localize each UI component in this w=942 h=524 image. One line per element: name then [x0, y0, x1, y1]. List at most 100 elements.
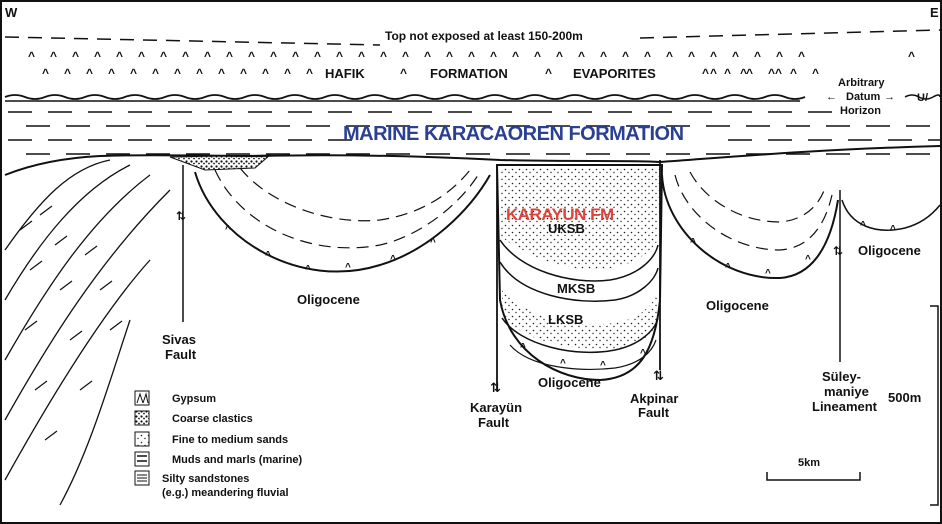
- gypsum-icon: [135, 391, 149, 405]
- legend-silty-sandstones: Silty sandstones: [162, 473, 249, 485]
- legend: Gypsum Coarse clastics Fine to medium sa…: [135, 391, 303, 499]
- contact-tick: ^: [305, 264, 311, 275]
- caret-mark: ^: [94, 49, 101, 63]
- silty-sandstones-icon: [135, 471, 149, 485]
- vertical-scale-bar: [930, 306, 938, 505]
- right-syncline-inner2: [690, 172, 826, 222]
- legend-muds-marls: Muds and marls (marine): [172, 454, 303, 466]
- evaporites-word: EVAPORITES: [573, 66, 656, 81]
- caret-mark: ^: [600, 49, 607, 63]
- caret-mark: ^: [446, 49, 453, 63]
- caret-mark: ^: [534, 49, 541, 63]
- mksb-label: MKSB: [557, 281, 595, 296]
- oligocene-left: Oligocene: [297, 292, 360, 307]
- top-dashed-line-right: [640, 30, 940, 38]
- west-label: W: [5, 5, 18, 20]
- akpinar-fault-label-2: Fault: [638, 405, 670, 420]
- contact-tick: ^: [430, 237, 436, 248]
- caret-mark: ^: [204, 49, 211, 63]
- stratum-dash: [80, 381, 92, 390]
- contact-tick: ^: [765, 268, 771, 279]
- caret-mark: ^: [790, 66, 797, 80]
- caret-mark: ^: [336, 49, 343, 63]
- datum-right-label: U/: [917, 92, 928, 104]
- akpinar-fault-arrows: ⇅: [653, 368, 664, 383]
- muds-marls-icon: [135, 452, 149, 466]
- left-syncline-base: [195, 172, 490, 272]
- caret-mark: ^: [724, 66, 731, 80]
- caret-mark: ^: [196, 66, 203, 80]
- contact-tick: ^: [600, 360, 606, 371]
- contact-tick: ^: [560, 358, 566, 369]
- caret-mark: ^: [512, 49, 519, 63]
- caret-mark: ^: [108, 66, 115, 80]
- suleymaniye-label-2: maniye: [824, 384, 869, 399]
- stratum-dash: [30, 261, 42, 270]
- top-not-exposed-label: Top not exposed at least 150-200m: [385, 29, 583, 43]
- hafik-word: HAFIK: [325, 66, 365, 81]
- basin-top-surface: [5, 146, 940, 175]
- caret-mark: ^: [284, 66, 291, 80]
- lksb-label: LKSB: [548, 312, 583, 327]
- caret-mark: ^: [42, 66, 49, 80]
- marine-formation-label: MARINE KARACAOREN FORMATION: [343, 123, 684, 145]
- legend-fine-sands: Fine to medium sands: [172, 434, 288, 446]
- horizontal-scale-bar: [767, 472, 860, 480]
- datum-wavy-line: [5, 95, 805, 99]
- left-syncline-inner: [215, 170, 480, 248]
- caret-mark: ^: [812, 66, 819, 80]
- caret-mark: ^: [666, 49, 673, 63]
- vertical-scale-label: 500m: [888, 390, 921, 405]
- caret-mark: ^: [702, 66, 709, 80]
- caret-mark: ^: [732, 49, 739, 63]
- suleymaniye-arrows: ⇅: [833, 244, 843, 258]
- legend-silty-sandstones-note: (e.g.) meandering fluvial: [162, 487, 289, 499]
- caret-mark: ^: [262, 66, 269, 80]
- right-syncline-inner: [675, 175, 832, 250]
- legend-gypsum: Gypsum: [172, 393, 216, 405]
- formation-word: FORMATION: [430, 66, 508, 81]
- caret-mark: ^: [798, 49, 805, 63]
- caret-mark: ^: [622, 49, 629, 63]
- akpinar-fault-label-1: Akpinar: [630, 391, 678, 406]
- stratum-dash: [45, 431, 57, 440]
- caret-mark: ^: [226, 49, 233, 63]
- datum-horizon: Horizon: [840, 105, 881, 117]
- left-flank-dashes: [20, 206, 122, 440]
- caret-mark: ^: [775, 66, 782, 80]
- east-label: E: [930, 5, 939, 20]
- caret-mark: ^: [400, 66, 407, 80]
- stratum-dash: [55, 236, 67, 245]
- datum-right-arrow: →: [884, 91, 895, 103]
- caret-mark: ^: [402, 49, 409, 63]
- caret-mark: ^: [768, 66, 775, 80]
- caret-mark: ^: [908, 49, 915, 63]
- caret-mark: ^: [468, 49, 475, 63]
- caret-mark: ^: [306, 66, 313, 80]
- caret-mark: ^: [688, 49, 695, 63]
- coarse-clastics-icon: [135, 411, 149, 425]
- stratum-dash: [70, 331, 82, 340]
- oligocene-center: Oligocene: [538, 375, 601, 390]
- sivas-fault-label-1: Sivas: [162, 332, 196, 347]
- stratum-dash: [60, 281, 72, 290]
- karayun-fault-label-2: Fault: [478, 415, 510, 430]
- contact-tick: ^: [520, 342, 526, 353]
- stratum-dash: [110, 321, 122, 330]
- stratum-dash: [100, 281, 112, 290]
- caret-mark: ^: [116, 49, 123, 63]
- fine-sands-icon: [135, 432, 149, 446]
- caret-mark: ^: [130, 66, 137, 80]
- caret-mark: ^: [28, 49, 35, 63]
- caret-mark: ^: [218, 66, 225, 80]
- caret-mark: ^: [50, 49, 57, 63]
- caret-mark: ^: [240, 66, 247, 80]
- caret-mark: ^: [754, 49, 761, 63]
- karayun-fault-label-1: Karayün: [470, 400, 522, 415]
- contact-tick: ^: [640, 348, 646, 359]
- caret-mark: ^: [152, 66, 159, 80]
- sivas-fault-label-2: Fault: [165, 347, 197, 362]
- stratum-dash: [85, 246, 97, 255]
- oligocene-right: Oligocene: [706, 298, 769, 313]
- caret-mark: ^: [380, 49, 387, 63]
